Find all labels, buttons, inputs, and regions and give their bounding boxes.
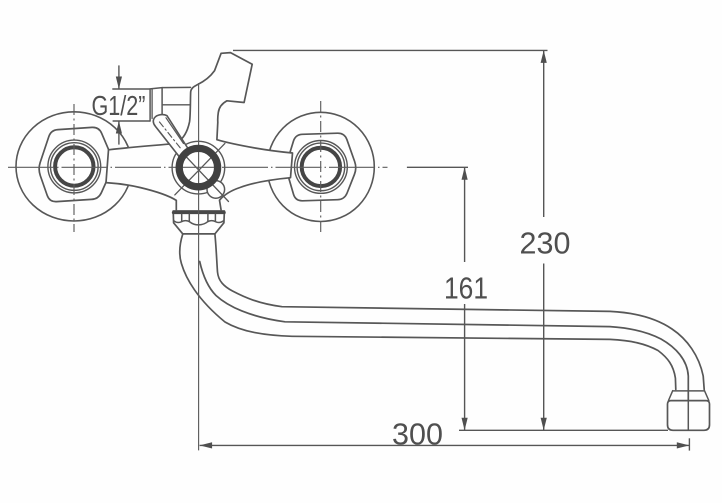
svg-text:300: 300 [392, 418, 443, 452]
svg-text:230: 230 [520, 227, 571, 261]
svg-text:G1/2”: G1/2” [92, 90, 146, 121]
svg-text:161: 161 [444, 272, 488, 306]
